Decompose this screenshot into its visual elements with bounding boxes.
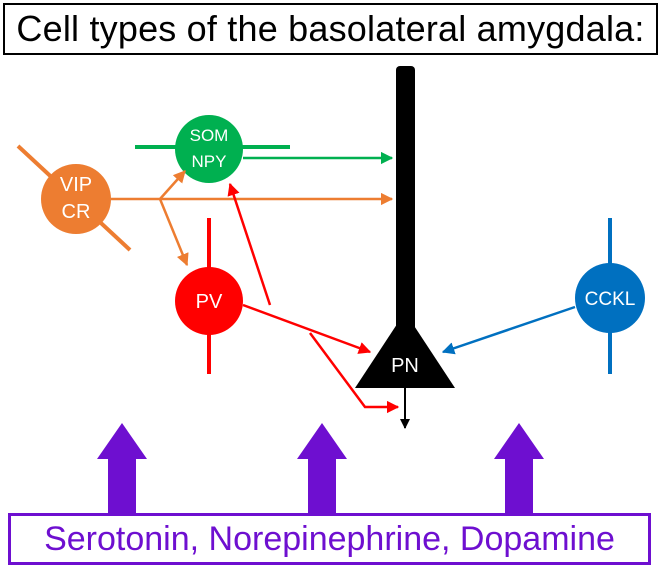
vip-cr-soma (41, 164, 111, 234)
cckl-soma (575, 263, 645, 333)
vip-cr-to-pv-arrow (158, 198, 189, 267)
cckl-label: CCKL (585, 289, 636, 310)
pv-to-pn-axon-arrow (308, 332, 400, 414)
pn-soma (355, 312, 455, 388)
cckl-neuron: CCKL (441, 218, 645, 374)
som-npy-neuron: SOM NPY (135, 115, 394, 183)
up-arrow-icon (97, 423, 147, 513)
neuromodulators-label: Serotonin, Norepinephrine, Dopamine (8, 513, 651, 565)
pv-soma (175, 267, 243, 335)
vip-cr-neuron: VIP CR (16, 144, 394, 267)
diagram-title: Cell types of the basolateral amygdala: (3, 3, 658, 55)
som-npy-soma (175, 115, 243, 183)
pv-to-pn-soma-arrow (242, 303, 372, 354)
neuromodulator-arrows (97, 423, 544, 513)
pn-label: PN (391, 355, 419, 377)
cckl-to-pn-arrow (441, 305, 576, 355)
up-arrow-icon (297, 423, 347, 513)
pv-to-som-arrow (227, 182, 272, 306)
pn-neuron: PN (355, 66, 455, 429)
up-arrow-icon (494, 423, 544, 513)
pv-neuron: PV (175, 182, 400, 414)
som-npy-label-line1: SOM (190, 126, 229, 145)
pv-label: PV (196, 291, 223, 313)
vip-cr-label-line1: VIP (60, 174, 92, 196)
som-npy-label-line2: NPY (192, 152, 227, 171)
pn-apical-dendrite (396, 66, 415, 338)
vip-cr-label-line2: CR (62, 201, 91, 223)
vip-cr-to-som-arrow (159, 170, 186, 200)
